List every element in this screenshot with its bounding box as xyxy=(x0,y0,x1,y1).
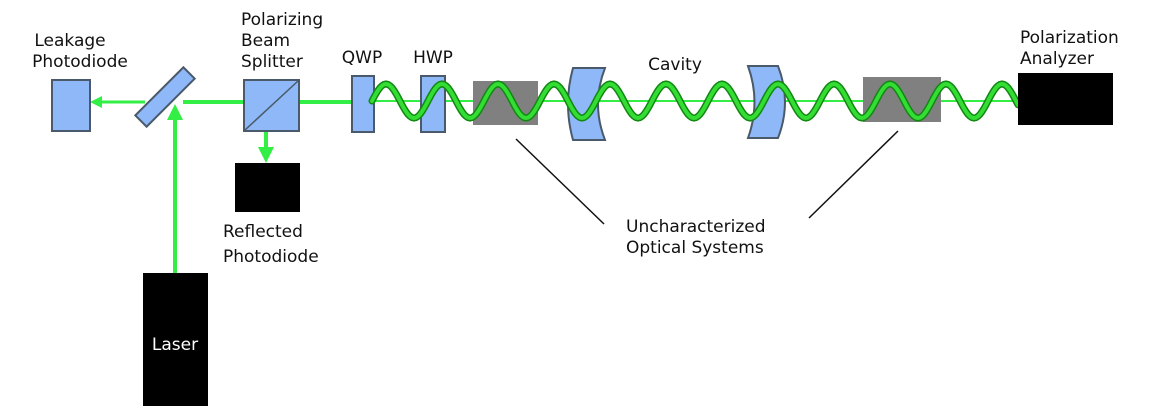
reflected-photodiode-label-line1: Reflected xyxy=(223,222,303,242)
polarization-analyzer xyxy=(1018,73,1113,125)
hwp-label: HWP xyxy=(413,48,453,68)
mirror xyxy=(133,65,197,129)
polarization-analyzer-label-line1: Polarization xyxy=(1020,28,1119,48)
pbs-label-line1: Polarizing xyxy=(241,10,323,30)
leakage-photodiode-label-line2: Photodiode xyxy=(32,52,128,72)
laser: Laser xyxy=(143,273,208,406)
pointer-line-2 xyxy=(808,130,899,219)
cavity-label: Cavity xyxy=(648,55,702,75)
polarizing-beam-splitter xyxy=(243,79,300,132)
uncharacterized-label-line2: Optical Systems xyxy=(626,238,764,258)
uncharacterized-label-line1: Uncharacterized xyxy=(626,217,766,237)
quarter-wave-plate xyxy=(351,75,375,133)
reflected-photodiode xyxy=(235,163,300,212)
pbs-label-line2: Beam xyxy=(241,31,290,51)
leakage-photodiode xyxy=(51,79,91,132)
laser-label: Laser xyxy=(152,335,198,355)
qwp-label: QWP xyxy=(342,48,382,68)
pbs-label-line3: Splitter xyxy=(241,52,303,72)
pointer-line-1 xyxy=(515,138,605,225)
leakage-photodiode-label-line1: Leakage xyxy=(34,31,105,51)
cavity-mirror-left xyxy=(567,67,607,141)
polarization-analyzer-label-line2: Analyzer xyxy=(1020,49,1094,69)
reflected-photodiode-label-line2: Photodiode xyxy=(223,247,319,267)
polarization-wave xyxy=(368,80,1022,122)
